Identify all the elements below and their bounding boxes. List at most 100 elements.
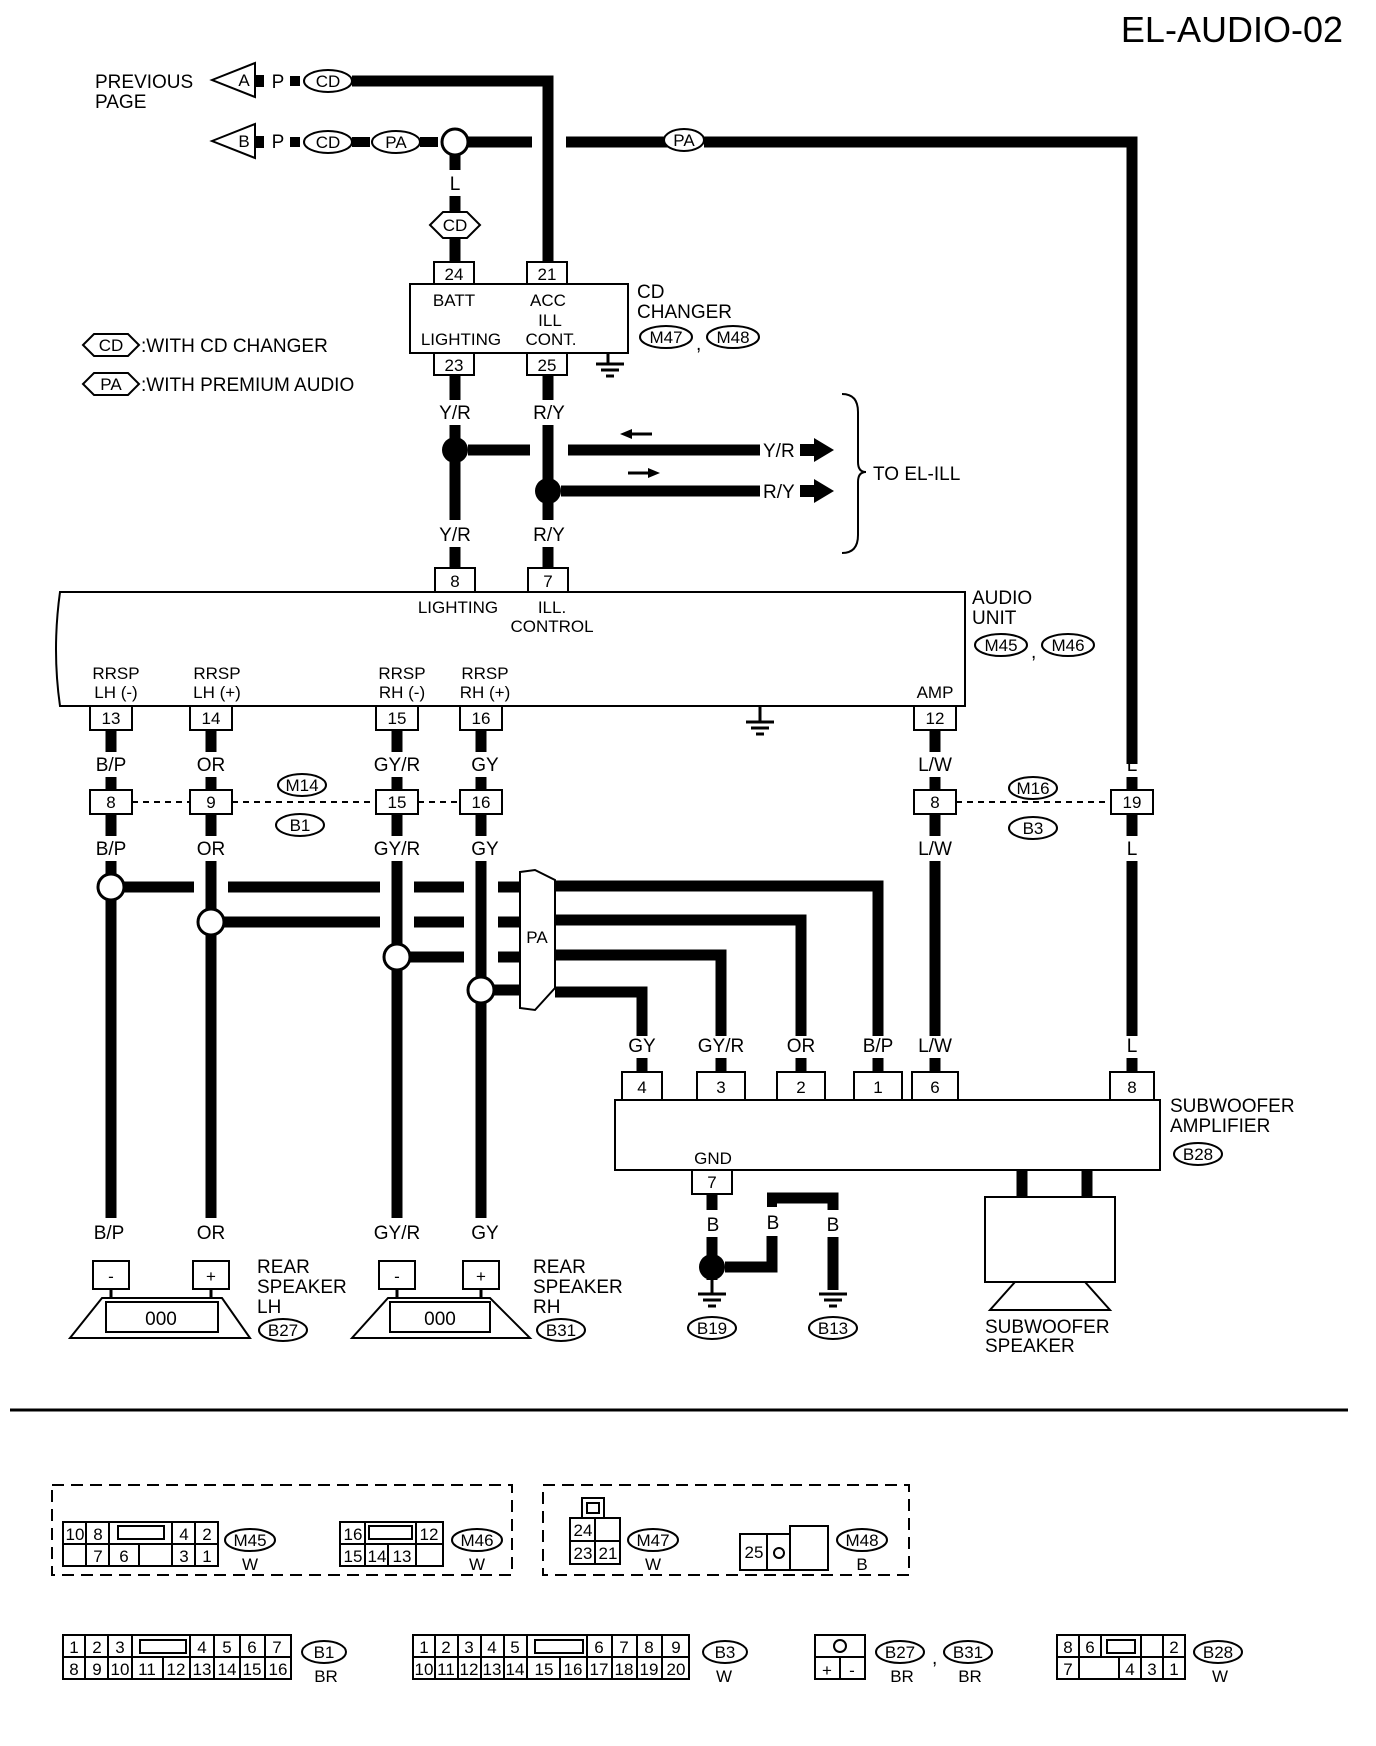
connector-m14-tag bbox=[277, 773, 327, 797]
connector-m47-tag bbox=[639, 325, 693, 349]
m47-bottom-1: 21 bbox=[599, 1544, 618, 1563]
b28-tag-label: B28 bbox=[1203, 1643, 1233, 1662]
b3-bottom-8: 18 bbox=[615, 1660, 634, 1679]
audio-label-lighting: LIGHTING bbox=[418, 598, 498, 617]
cd-pin-24-label: 24 bbox=[445, 265, 464, 284]
audio-pin-7-label: 7 bbox=[543, 572, 552, 591]
b28-top-2: 2 bbox=[1169, 1638, 1178, 1657]
amp-gnd-label: GND bbox=[694, 1149, 732, 1168]
b1-top-6: 7 bbox=[272, 1638, 281, 1657]
b3-bottom-2: 12 bbox=[460, 1660, 479, 1679]
amp-pin-4: 4 bbox=[621, 1071, 663, 1101]
m46-bottom-1: 14 bbox=[368, 1547, 387, 1566]
b3-top-1: 2 bbox=[441, 1638, 450, 1657]
audio-unit-name-1: AUDIO bbox=[972, 588, 1032, 609]
b31-color: BR bbox=[958, 1667, 982, 1686]
wire-color-b-2: B bbox=[767, 1213, 780, 1234]
joint-pin-8-right: 8 bbox=[913, 789, 957, 815]
connector-b1-tag-label: B1 bbox=[290, 816, 311, 835]
audio-label-lh-pos-1: RRSP bbox=[193, 664, 240, 683]
ground-b13-tag-label: B13 bbox=[818, 1319, 848, 1338]
cd-label-lighting: LIGHTING bbox=[421, 330, 501, 349]
svg-text:,: , bbox=[696, 334, 701, 355]
audio-pin-8-label: 8 bbox=[450, 572, 459, 591]
b27-pin-neg: - bbox=[849, 1661, 855, 1680]
wire-color-ry-2: R/Y bbox=[533, 525, 565, 546]
arrow-a-label: A bbox=[238, 71, 250, 90]
arrow-b: B bbox=[209, 122, 256, 160]
wire-color-l-cd: L bbox=[450, 174, 461, 195]
audio-pin-12-label: 12 bbox=[926, 709, 945, 728]
audio-unit-name-2: UNIT bbox=[972, 608, 1017, 629]
wire-color-gy-2: GY bbox=[471, 839, 499, 860]
audio-pin-14: 14 bbox=[189, 705, 233, 731]
b27-pin-pos: + bbox=[822, 1661, 832, 1680]
amp-pin-3-label: 3 bbox=[716, 1078, 725, 1097]
cd-pin-21-label: 21 bbox=[538, 265, 557, 284]
b3-tag bbox=[702, 1640, 748, 1664]
cd-pin-23-label: 23 bbox=[445, 356, 464, 375]
m45-tag-label: M45 bbox=[233, 1531, 266, 1550]
arrow-a: A bbox=[209, 61, 256, 99]
b28-tag bbox=[1193, 1640, 1243, 1664]
m45-bottom-3: 1 bbox=[202, 1547, 211, 1566]
m45-tag bbox=[224, 1528, 276, 1552]
pa-bundle-label: PA bbox=[526, 928, 548, 947]
wire-color-ry-ill: R/Y bbox=[763, 482, 795, 503]
b28-color: W bbox=[1212, 1667, 1228, 1686]
b3-bottom-7: 17 bbox=[590, 1660, 609, 1679]
m46-top-1: 12 bbox=[420, 1525, 439, 1544]
connector-view-m47: 24 23 21 bbox=[569, 1497, 621, 1565]
m48-color: B bbox=[856, 1555, 867, 1574]
connector-b1-tag bbox=[275, 813, 325, 837]
joint-pin-9-label: 9 bbox=[206, 793, 215, 812]
cd-pin-24: 24 bbox=[433, 261, 475, 285]
ground-b13-tag bbox=[808, 1316, 858, 1340]
rear-lh-coil: 000 bbox=[145, 1309, 177, 1330]
wire-color-or-spk: OR bbox=[197, 1223, 226, 1244]
cd-pin-21: 21 bbox=[526, 261, 568, 285]
cd-pin-25-label: 25 bbox=[538, 356, 557, 375]
rear-lh-neg-label: - bbox=[108, 1267, 114, 1286]
joint-pin-16-label: 16 bbox=[472, 793, 491, 812]
audio-pin-16: 16 bbox=[459, 705, 503, 731]
connector-view-b1: 1 2 3 4 5 6 7 8 9 10 11 12 13 14 15 16 bbox=[62, 1634, 292, 1680]
joint-pin-8-label: 8 bbox=[106, 793, 115, 812]
b3-top-6: 7 bbox=[619, 1638, 628, 1657]
amp-pin-6-label: 6 bbox=[930, 1078, 939, 1097]
b27-tag-label: B27 bbox=[885, 1643, 915, 1662]
b3-color: W bbox=[716, 1667, 732, 1686]
rear-lh-pos-label: + bbox=[206, 1267, 216, 1286]
rear-speaker-lh-name-2: SPEAKER bbox=[257, 1277, 347, 1298]
connector-m47-tag-label: M47 bbox=[649, 328, 682, 347]
audio-label-lh-neg-1: RRSP bbox=[92, 664, 139, 683]
b1-top-2: 3 bbox=[115, 1638, 124, 1657]
wire-color-yr-1: Y/R bbox=[439, 403, 471, 424]
amp-pin-7-label: 7 bbox=[707, 1173, 716, 1192]
connector-m14-tag-label: M14 bbox=[285, 776, 318, 795]
cd-oval-a-label: CD bbox=[316, 72, 341, 91]
m45-bottom-0: 7 bbox=[93, 1547, 102, 1566]
el-ill-brace bbox=[841, 393, 867, 554]
cd-oval-b-label: CD bbox=[316, 133, 341, 152]
wire-color-gyr-2: GY/R bbox=[374, 839, 420, 860]
splice-open-bp bbox=[96, 872, 126, 902]
m45-bottom-1: 6 bbox=[119, 1547, 128, 1566]
connector-view-m45: 10 8 4 2 7 6 3 1 bbox=[62, 1521, 219, 1567]
wire-color-p-cd: P bbox=[542, 174, 555, 195]
wire-color-or-1: OR bbox=[197, 755, 226, 776]
amp-pin-7: 7 bbox=[691, 1169, 733, 1195]
audio-pin-12: 12 bbox=[913, 705, 957, 731]
cd-label-acc: ACC bbox=[530, 291, 566, 310]
m46-tag-label: M46 bbox=[460, 1531, 493, 1550]
audio-label-amp: AMP bbox=[917, 683, 954, 702]
wire-color-lw-amp: L/W bbox=[918, 1036, 952, 1057]
connector-b28-tag-label: B28 bbox=[1183, 1145, 1213, 1164]
cd-diamond: CD bbox=[428, 211, 482, 239]
audio-pin-15: 15 bbox=[375, 705, 419, 731]
wire-color-p-a: P bbox=[272, 72, 285, 93]
connector-b3-tag-label: B3 bbox=[1023, 819, 1044, 838]
cd-changer-name-1: CD bbox=[637, 282, 664, 303]
b1-bottom-3: 11 bbox=[138, 1660, 156, 1679]
